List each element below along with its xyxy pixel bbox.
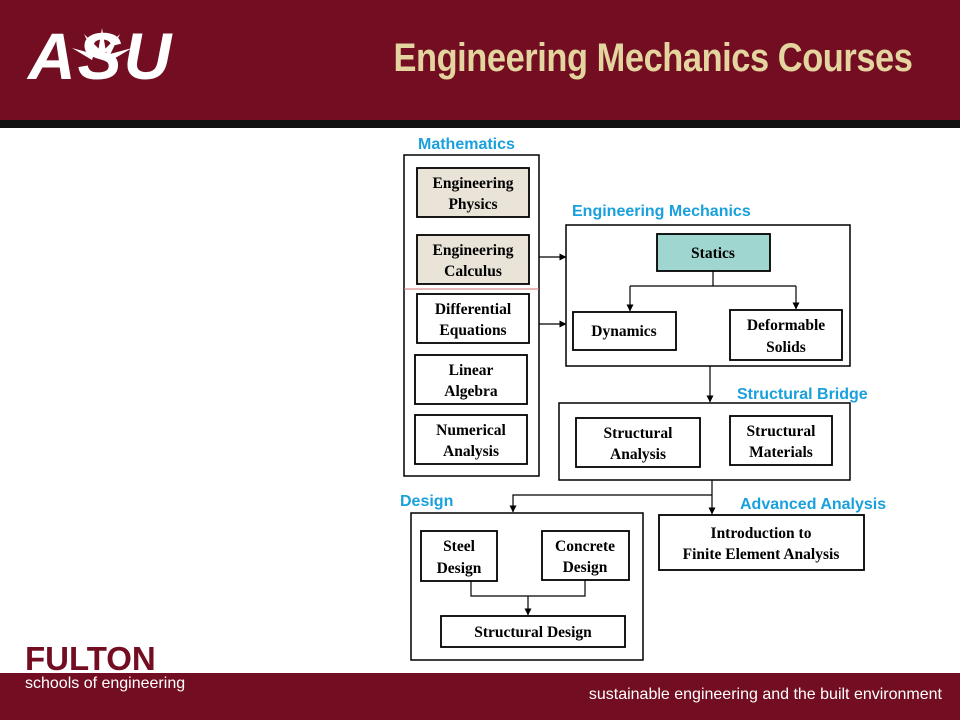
section-label-mathematics: Mathematics [418, 136, 515, 153]
course-structural-analysis-line1: Structural [604, 425, 674, 442]
asu-sunburst-logo-icon [72, 28, 132, 60]
header-divider [0, 120, 960, 128]
course-structural-design-line1: Structural Design [474, 624, 592, 641]
course-differential-equations-line2: Equations [439, 322, 506, 339]
course-steel-design-line1: Steel [443, 538, 476, 555]
course-dynamics: Dynamics [572, 311, 677, 351]
course-differential-equations-line1: Differential [435, 301, 512, 318]
course-intro-fea-line2: Finite Element Analysis [683, 546, 840, 563]
arrow-bridge-to-design [509, 494, 712, 513]
section-label-structural-bridge: Structural Bridge [737, 386, 868, 403]
course-engineering-calculus: Engineering Calculus [416, 234, 530, 285]
course-engineering-calculus-line1: Engineering [433, 242, 514, 259]
course-engineering-physics-line1: Engineering [433, 175, 514, 192]
course-intro-fea: Introduction to Finite Element Analysis [658, 514, 865, 571]
section-label-design: Design [400, 493, 453, 510]
course-deformable-solids-line2: Solids [766, 339, 806, 356]
course-statics-line1: Statics [691, 245, 735, 262]
course-engineering-physics-line2: Physics [448, 196, 497, 213]
course-structural-analysis: Structural Analysis [575, 417, 701, 468]
course-numerical-analysis-line2: Analysis [443, 443, 499, 460]
slide-title: Engineering Mechanics Courses [393, 36, 912, 80]
course-deformable-solids-line1: Deformable [747, 317, 825, 334]
footer-bar [0, 673, 960, 720]
footer-tagline: sustainable engineering and the built en… [588, 686, 942, 703]
course-structural-design: Structural Design [440, 615, 626, 648]
course-dynamics-line1: Dynamics [591, 323, 656, 340]
course-steel-design: Steel Design [420, 530, 498, 582]
course-steel-design-line2: Design [437, 560, 482, 577]
course-structural-materials-line1: Structural [747, 423, 817, 440]
fulton-wordmark: FULTON [25, 640, 156, 677]
course-intro-fea-line1: Introduction to [711, 525, 812, 542]
course-concrete-design: Concrete Design [541, 530, 630, 581]
course-structural-analysis-line2: Analysis [610, 446, 666, 463]
course-deformable-solids: Deformable Solids [729, 309, 843, 361]
course-linear-algebra-line2: Algebra [444, 383, 498, 400]
course-linear-algebra-line1: Linear [449, 362, 494, 379]
header-bar [0, 0, 960, 120]
course-engineering-physics: Engineering Physics [416, 167, 530, 218]
section-label-advanced-analysis: Advanced Analysis [740, 496, 886, 513]
course-statics: Statics [656, 233, 771, 272]
course-numerical-analysis: Numerical Analysis [414, 414, 528, 465]
course-structural-materials: Structural Materials [729, 415, 833, 466]
course-differential-equations: Differential Equations [416, 293, 530, 344]
course-concrete-design-line2: Design [563, 559, 608, 576]
course-numerical-analysis-line1: Numerical [436, 422, 506, 439]
course-structural-materials-line2: Materials [749, 444, 813, 461]
section-label-engineering-mechanics: Engineering Mechanics [572, 203, 751, 220]
course-engineering-calculus-line2: Calculus [444, 263, 502, 280]
schools-of-engineering-label: schools of engineering [25, 675, 186, 692]
course-linear-algebra: Linear Algebra [414, 354, 528, 405]
course-concrete-design-line1: Concrete [555, 538, 615, 555]
logo-text: ASU [28, 19, 174, 93]
course-flow-diagram: Mathematics Engineering Mechanics Struct… [400, 136, 886, 661]
